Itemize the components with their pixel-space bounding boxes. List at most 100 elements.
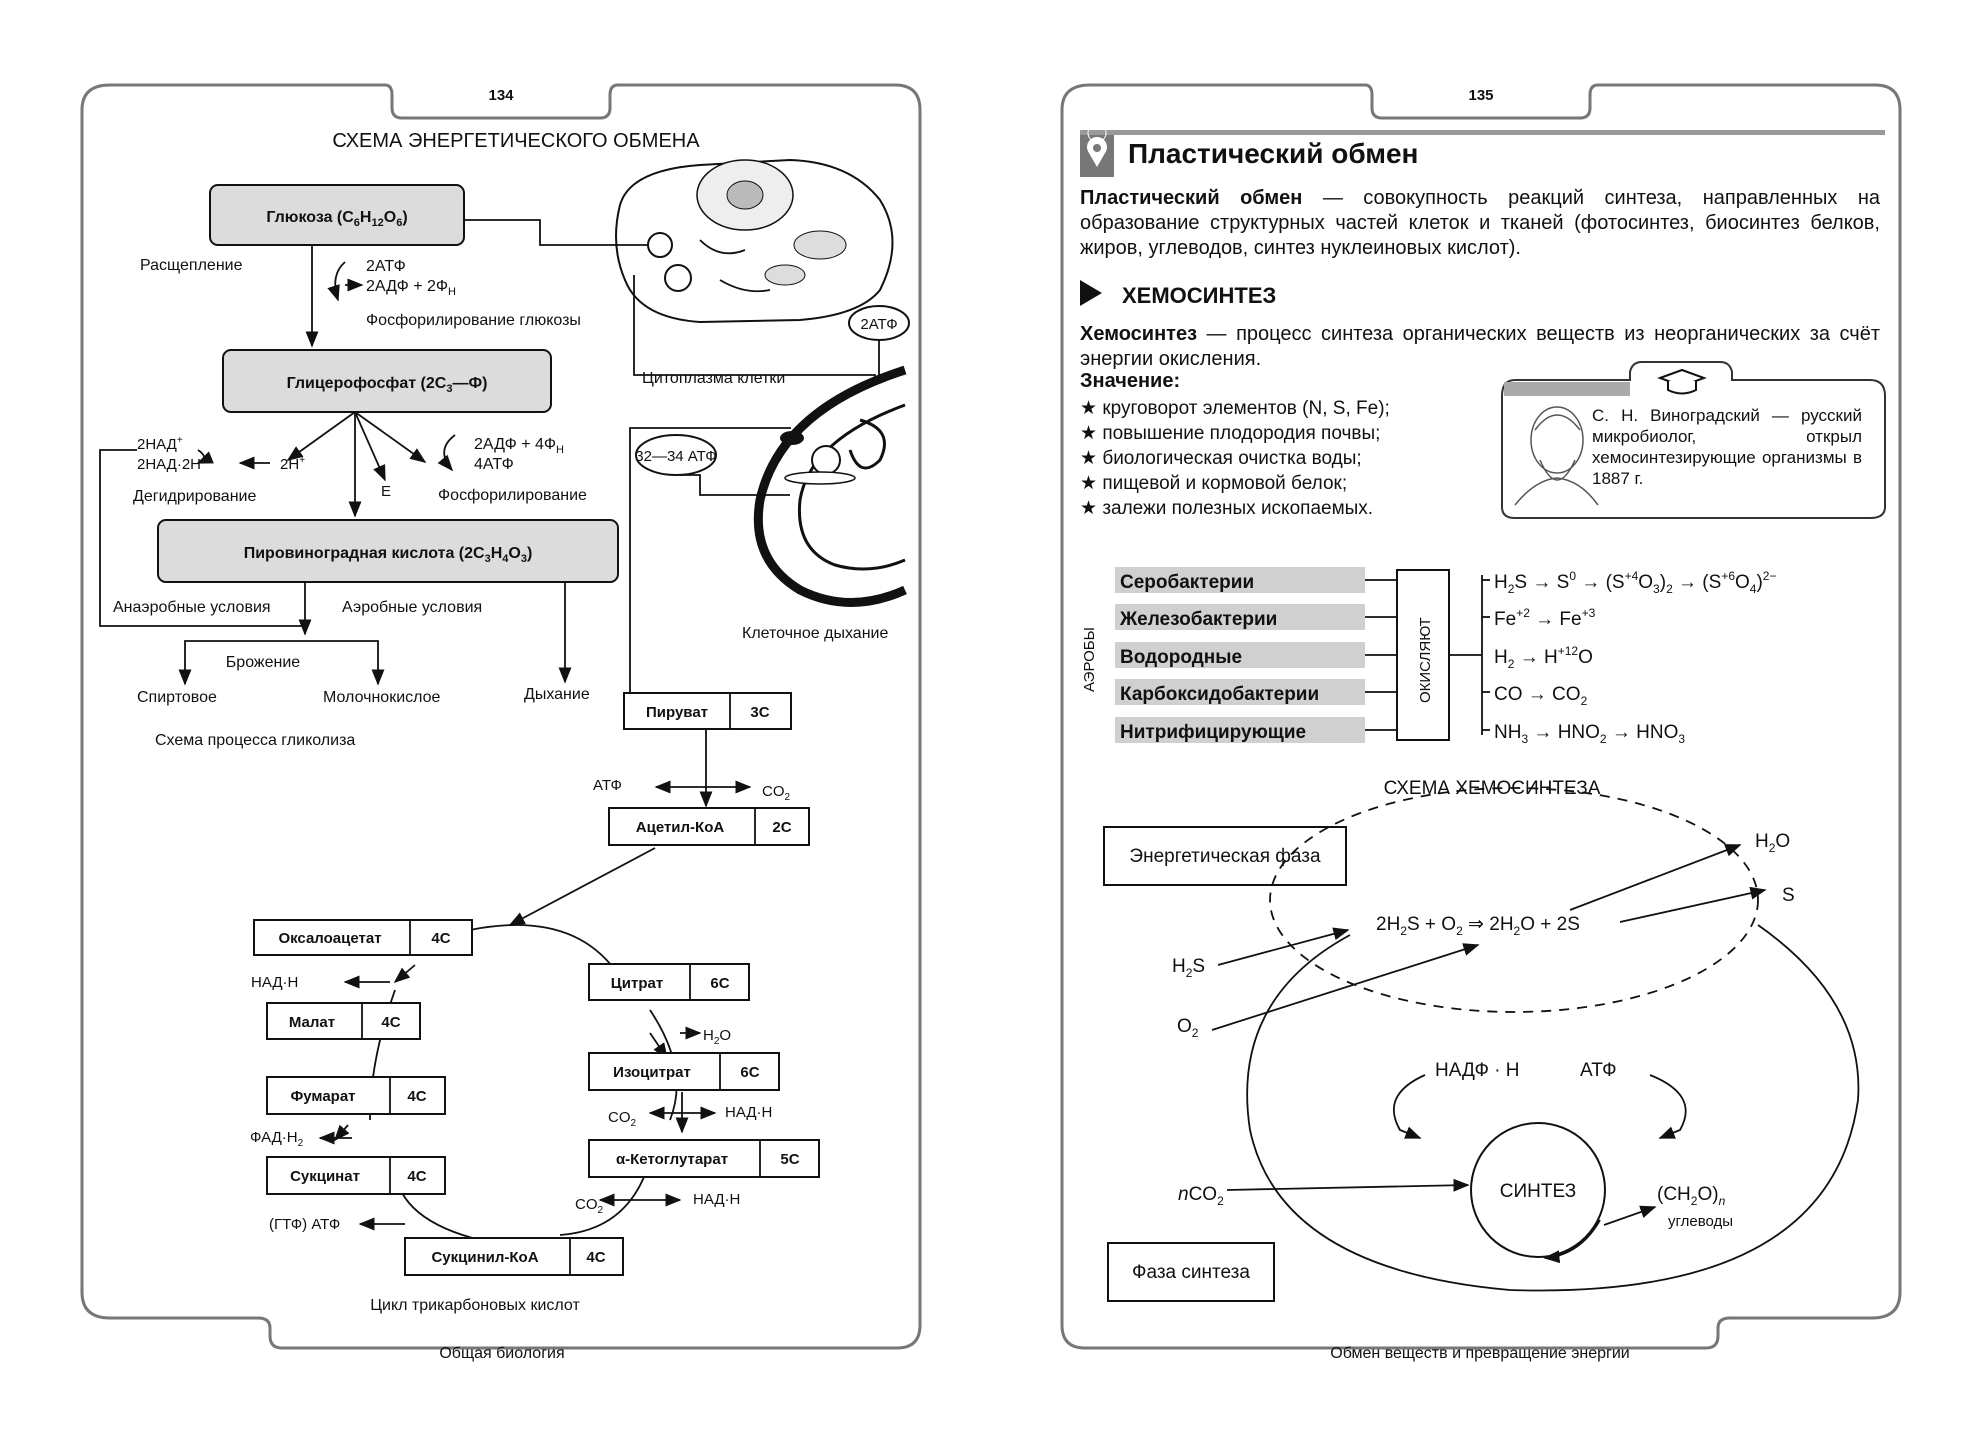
svg-text:Сукцинил-КоА: Сукцинил-КоА (431, 1249, 538, 1266)
aerobic-label: Аэробные условия (342, 599, 482, 616)
synthesis-circle (1470, 1122, 1606, 1258)
main-reaction: 2H2S + O2 ⇒ 2H2O + 2S (1376, 914, 1580, 938)
svg-text:α-Кетоглутарат: α-Кетоглутарат (616, 1151, 728, 1168)
synthesis-phase-label: Фаза синтеза (1132, 1262, 1250, 1283)
play-triangle-icon (1080, 280, 1102, 306)
carbs-label: углеводы (1668, 1213, 1733, 1230)
adp-out: 2АДФ + 2ФН (366, 278, 456, 298)
krebs-caption: Цикл трикарбоновых кислот (370, 1297, 580, 1314)
ketoglutarate-box: α-Кетоглутарат 5С (588, 1139, 820, 1178)
dehydrogenation-label: Дегидрирование (133, 488, 256, 505)
nadh-label: 2НАД·2Н (137, 456, 201, 473)
krebs-atp: АТФ (593, 777, 622, 794)
svg-text:5С: 5С (780, 1151, 799, 1168)
s-product: S (1782, 885, 1795, 906)
krebs-co2: CO2 (762, 783, 791, 803)
h2s-input: H2S (1172, 956, 1205, 980)
gtp-label: (ГТФ) АТФ (269, 1216, 340, 1233)
left-page-number: 134 (488, 87, 514, 104)
o2-input: O2 (1177, 1016, 1199, 1040)
bacteria-item: Серобактерии (1120, 572, 1254, 593)
reactions-list: H2S → S0 → (S+4O3)2 → (S+6O4)2− Fe+2 → F… (1494, 569, 1776, 746)
bio-note-box (1501, 361, 1886, 519)
bacteria-item: Нитрифицирующие (1120, 722, 1306, 743)
nadph-label: НАДФ · Н (1435, 1060, 1520, 1081)
reaction-row: H2 → H+12O (1494, 644, 1593, 671)
svg-text:4С: 4С (431, 930, 450, 947)
cell-illustration (615, 158, 894, 324)
aerobes-label: АЭРОБЫ (1081, 627, 1098, 692)
nad-label: 2НАД+ (137, 435, 183, 453)
e-label: Е (381, 483, 391, 500)
succinate-box: Сукцинат 4С (266, 1156, 446, 1195)
lactic-label: Молочнокислое (323, 689, 441, 706)
glycolysis-caption: Схема процесса гликолиза (155, 732, 355, 749)
h-plus-label: 2Н+ (280, 455, 305, 473)
fumarate-box: Фумарат 4С (266, 1076, 446, 1115)
acetyl-box: Ацетил-КоА 2С (608, 807, 810, 846)
svg-text:2С: 2С (772, 819, 791, 836)
nadh3-label: НАД·Н (693, 1191, 740, 1208)
glucose-box (209, 184, 465, 246)
star-icon: ★ (1080, 398, 1103, 419)
oxaloacetate-box: Оксалоацетат 4С (253, 919, 473, 956)
svg-text:6С: 6С (710, 975, 729, 992)
vinogradsky-portrait (1514, 406, 1599, 506)
fermentation-label: Брожение (226, 654, 300, 671)
bacteria-list: Серобактерии Железобактерии Водородные К… (1115, 567, 1365, 743)
atp4-label: 4АТФ (474, 456, 514, 473)
h2o-product: H2O (1755, 831, 1790, 855)
svg-text:Пируват: Пируват (646, 704, 708, 721)
split-label: Расщепление (140, 257, 243, 274)
bacteria-item: Водородные (1120, 647, 1242, 668)
phosphorylation-label: Фосфорилирование (438, 487, 587, 504)
svg-text:3С: 3С (750, 704, 769, 721)
svg-text:Изоцитрат: Изоцитрат (613, 1064, 691, 1081)
malate-box: Малат 4С (266, 1002, 421, 1040)
energy-ellipse (1269, 787, 1759, 1013)
energy-phase-box (1103, 826, 1347, 886)
oxidize-label: ОКИСЛЯЮТ (1417, 617, 1434, 703)
nco2-input: nCO2 (1178, 1184, 1224, 1208)
svg-text:4С: 4С (586, 1249, 605, 1266)
star-icon: ★ (1080, 498, 1103, 519)
list-item: ★ круговорот элементов (N, S, Fe); (1080, 398, 1390, 419)
svg-text:Фумарат: Фумарат (290, 1088, 355, 1105)
isocitrate-box: Изоцитрат 6С (588, 1052, 780, 1091)
atp-32-34-label: 32—34 АТФ (635, 448, 716, 465)
svg-text:Сукцинат: Сукцинат (290, 1168, 360, 1185)
right-page-number: 135 (1468, 87, 1493, 104)
star-icon: ★ (1080, 448, 1103, 469)
pyruvic-box (157, 519, 619, 583)
krebs-h2o: H2O (703, 1027, 731, 1047)
citrate-box: Цитрат 6С (588, 963, 750, 1001)
svg-text:4С: 4С (407, 1088, 426, 1105)
synthesis-ellipse (1246, 924, 1860, 1292)
respiration-label: Дыхание (524, 686, 590, 703)
anaerobic-line (99, 449, 305, 627)
chemo-definition: Хемосинтез — процесс синтеза органически… (1080, 322, 1880, 372)
svg-text:4С: 4С (407, 1168, 426, 1185)
meaning-label: Значение: (1080, 370, 1181, 392)
bacteria-item: Карбоксидобактерии (1120, 684, 1319, 705)
definition-term: Пластический обмен (1080, 187, 1303, 209)
glycerophosphate-label: Глицерофосфат (2C3—Ф) (287, 375, 488, 395)
right-footer: Обмен веществ и превращение энергии (1330, 1345, 1629, 1362)
synthesis-label: СИНТЕЗ (1500, 1181, 1576, 1202)
left-page-frame (80, 83, 922, 1350)
star-icon: ★ (1080, 423, 1103, 444)
bio-note-text: С. Н. Виноградский — русский микробиолог… (1592, 406, 1862, 488)
atp-in: 2АТФ (366, 258, 406, 275)
list-item: ★ повышение плодородия почвы; (1080, 423, 1381, 444)
meaning-list: ★ круговорот элементов (N, S, Fe); ★ пов… (1080, 396, 1390, 521)
ch2o-product: (CH2O)n (1657, 1184, 1726, 1208)
chemo-term: Хемосинтез (1080, 323, 1198, 345)
nadh1-label: НАД·Н (251, 974, 298, 991)
co2-2-label: CO2 (608, 1109, 637, 1129)
nadh2-label: НАД·Н (725, 1104, 772, 1121)
synthesis-phase-box (1107, 1242, 1275, 1302)
scheme-title: СХЕМА ХЕМОСИНТЕЗА (1384, 778, 1601, 799)
anaerobic-label: Анаэробные условия (113, 599, 271, 616)
reaction-row: H2S → S0 → (S+4O3)2 → (S+6O4)2− (1494, 569, 1776, 596)
